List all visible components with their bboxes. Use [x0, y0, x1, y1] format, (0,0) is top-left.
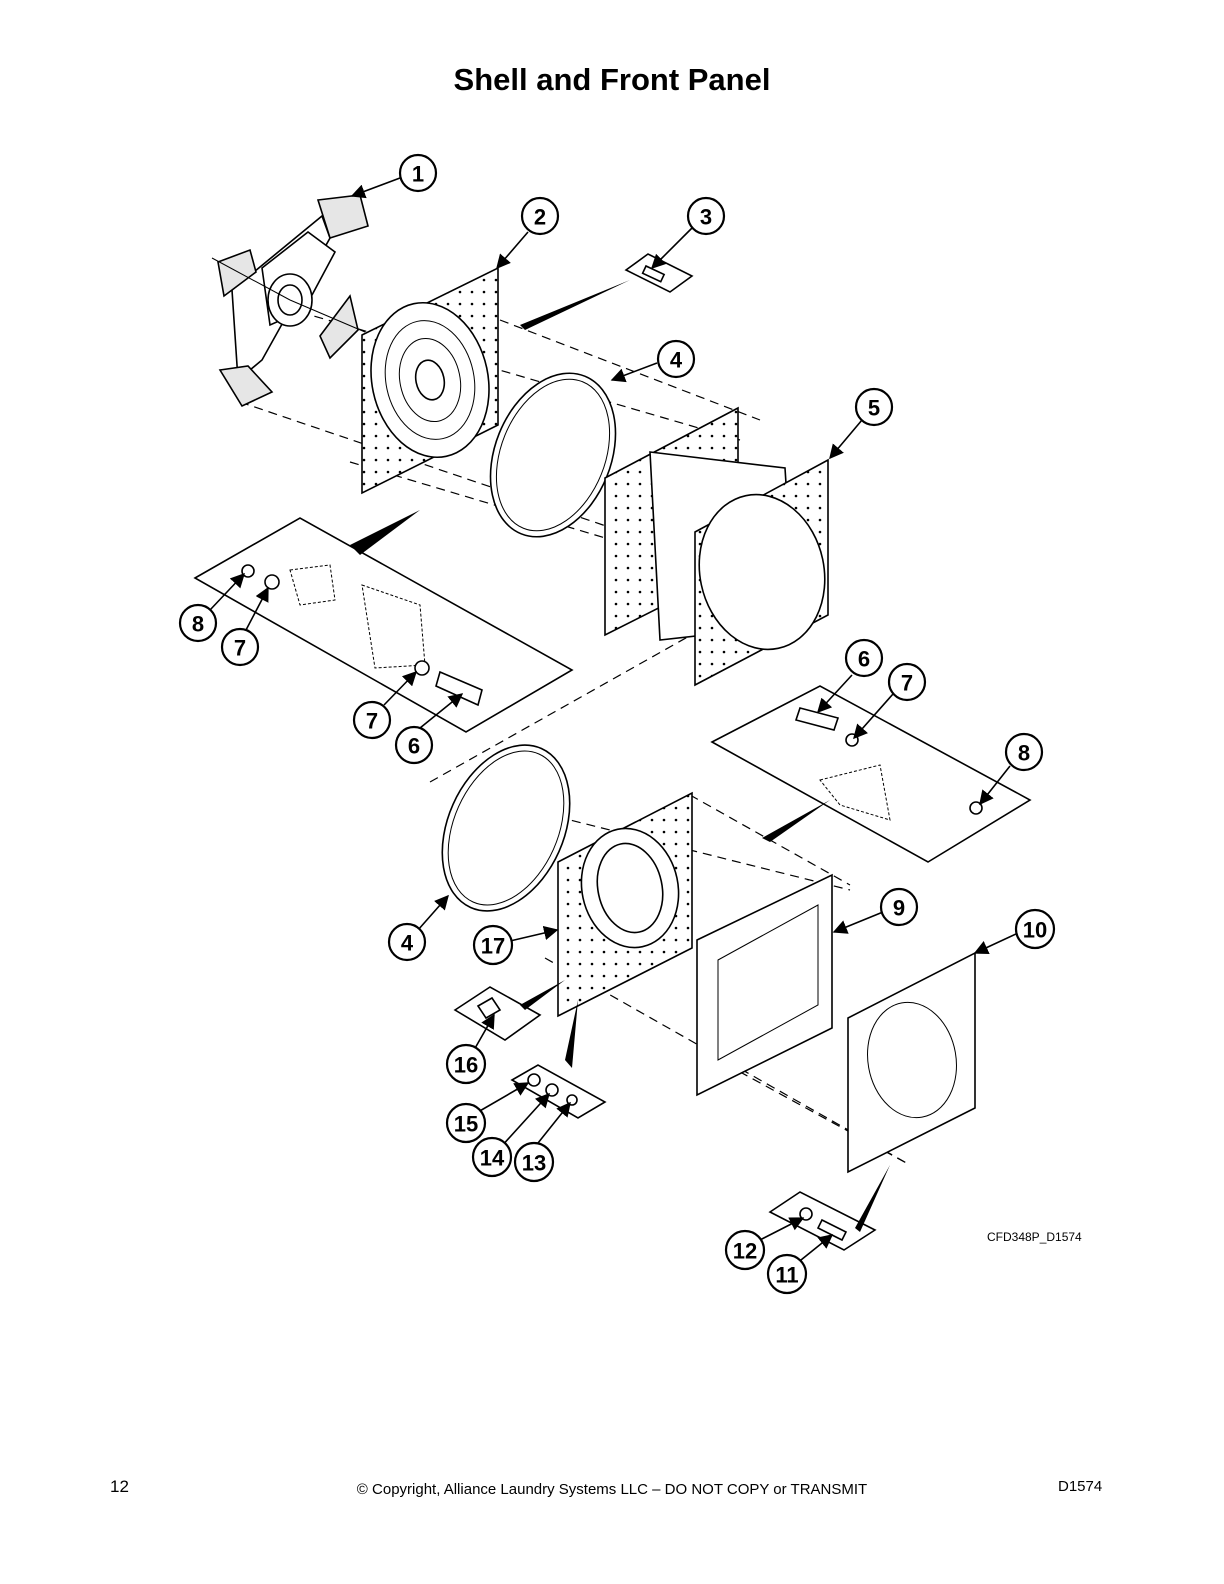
- callout-10: 10: [1014, 908, 1056, 950]
- part-gasket-lower: [441, 744, 571, 912]
- callout-label: 8: [1018, 741, 1030, 766]
- callout-label: 6: [858, 647, 870, 672]
- callout-2: 2: [520, 196, 560, 236]
- callout-4: 4: [656, 339, 696, 379]
- callout-7: 7: [887, 662, 927, 702]
- callout-label: 10: [1023, 918, 1047, 943]
- callout-6: 6: [844, 638, 884, 678]
- callout-3: 3: [686, 196, 726, 236]
- detail-inset-right: [710, 685, 1032, 863]
- callout-7: 7: [352, 700, 392, 740]
- page-number: 12: [110, 1477, 129, 1496]
- part-rear-panel: [361, 266, 499, 495]
- callout-label: 11: [775, 1263, 798, 1288]
- callout-label: 4: [401, 931, 414, 956]
- document-number: D1574: [1058, 1478, 1103, 1495]
- callout-label: 7: [234, 636, 246, 661]
- callout-label: 17: [481, 934, 505, 959]
- part-frame-plate: [696, 873, 833, 1097]
- callout-7: 7: [220, 627, 260, 667]
- detail-inset-left: [193, 510, 574, 733]
- callout-label: 1: [412, 162, 424, 187]
- callout-1: 1: [398, 153, 438, 193]
- callout-15: 15: [445, 1102, 487, 1144]
- callout-5: 5: [854, 387, 894, 427]
- callout-13: 13: [513, 1141, 555, 1183]
- callout-12: 12: [724, 1229, 766, 1271]
- callout-label: 13: [522, 1151, 546, 1176]
- callout-8: 8: [1004, 732, 1044, 772]
- part-spider-hub: [211, 194, 369, 408]
- callout-label: 6: [408, 734, 420, 759]
- leader-lines: [209, 177, 1019, 1265]
- detail-inset-16: [453, 980, 565, 1041]
- callout-label: 9: [893, 896, 905, 921]
- callout-6: 6: [394, 725, 434, 765]
- callout-label: 7: [366, 709, 378, 734]
- callout-8: 8: [178, 603, 218, 643]
- callout-16: 16: [445, 1043, 487, 1085]
- callout-label: 5: [868, 396, 880, 421]
- callout-17: 17: [472, 924, 514, 966]
- callout-label: 3: [700, 205, 712, 230]
- part-front-panel: [557, 791, 693, 1018]
- detail-inset-screw-3: [520, 253, 694, 330]
- part-gasket-upper: [489, 372, 617, 538]
- callout-label: 7: [901, 671, 913, 696]
- part-shell: [604, 406, 829, 687]
- copyright-notice: © Copyright, Alliance Laundry Systems LL…: [356, 1481, 868, 1498]
- callout-label: 12: [733, 1239, 757, 1264]
- callout-11: 11: [766, 1253, 808, 1295]
- page-title: Shell and Front Panel: [453, 62, 771, 97]
- part-door-plate: [847, 951, 976, 1174]
- drawing-code: CFD348P_D1574: [987, 1230, 1082, 1244]
- callout-label: 4: [670, 348, 683, 373]
- callout-label: 8: [192, 612, 204, 637]
- callout-14: 14: [471, 1136, 513, 1178]
- callout-label: 16: [454, 1053, 478, 1078]
- callout-label: 2: [534, 205, 546, 230]
- callout-label: 15: [454, 1112, 478, 1137]
- callout-label: 14: [480, 1146, 505, 1171]
- callouts: 1 2 3 4 5 6 7 8 7 7 6 8 4 17 9 10 16 15 …: [178, 153, 1056, 1295]
- callout-4: 4: [387, 922, 427, 962]
- callout-9: 9: [879, 887, 919, 927]
